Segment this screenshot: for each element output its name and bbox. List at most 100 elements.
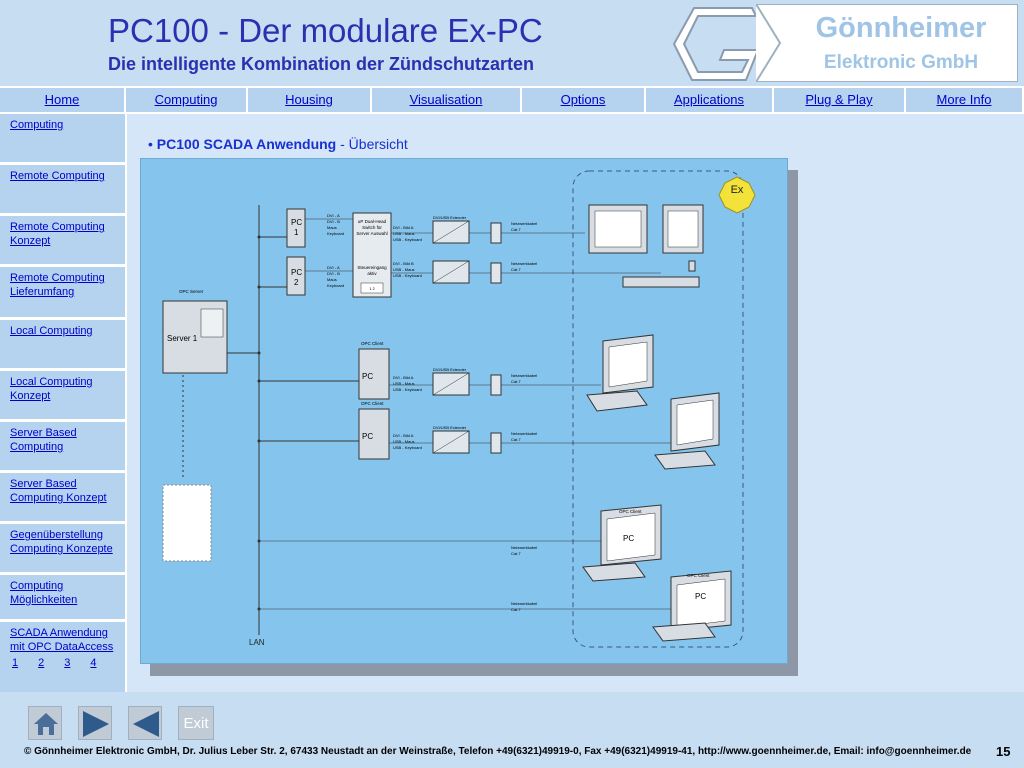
row1-receiver	[490, 222, 502, 244]
heading-bold: PC100 SCADA Anwendung	[156, 136, 337, 152]
monitor-b-screen	[667, 210, 699, 248]
exit-button[interactable]: Exit	[178, 706, 214, 740]
pc1-label-b: 1	[294, 228, 299, 237]
server1-bays	[200, 308, 224, 338]
c2-netz2: Cat.7	[511, 437, 521, 442]
nav-housing[interactable]: Housing	[248, 88, 370, 112]
opc-client1-label: OPC Client	[361, 341, 384, 346]
previous-button[interactable]	[128, 706, 162, 740]
page-link-4[interactable]: 4	[90, 657, 97, 669]
sidebar-item-computing-moeglichkeiten[interactable]: Computing Möglichkeiten	[0, 575, 125, 619]
pc2-node	[257, 285, 261, 289]
page-link-3[interactable]: 3	[64, 657, 71, 669]
tc1-node	[257, 539, 261, 543]
c1-usb-keyboard: USB - Keyboard	[393, 387, 422, 392]
row1-usb-maus: USB - Maus	[393, 231, 415, 236]
sidebar-item-server-based-computing-konzept[interactable]: Server Based Computing Konzept	[0, 473, 125, 521]
tc1-opc-label: OPC Client	[619, 509, 642, 514]
opc-client1-pc: PC	[362, 372, 373, 381]
company-logo: Gönnheimer Elektronic GmbH	[756, 4, 1018, 82]
footer	[0, 692, 1024, 768]
nav-computing[interactable]: Computing	[126, 88, 246, 112]
logo-company-name: Gönnheimer	[815, 12, 987, 44]
next-button[interactable]	[78, 706, 112, 740]
thin-client1-screen	[606, 512, 656, 562]
logo-company-suffix: Elektronic GmbH	[823, 52, 979, 73]
steuer-line2: aktiv	[367, 271, 377, 276]
steuer-line1: Steuereingang	[357, 265, 387, 270]
page-subtitle: Die intelligente Kombination der Zündsch…	[108, 54, 535, 74]
rack-placeholder-icon	[162, 484, 212, 562]
opc-client1-icon	[358, 348, 390, 400]
nav-visualisation[interactable]: Visualisation	[372, 88, 520, 112]
tc1-netz1: Netzwerkkabel	[511, 545, 537, 550]
c2-netz1: Netzwerkkabel	[511, 431, 537, 436]
tc2-pc-label: PC	[695, 592, 706, 601]
c1-usb-maus: USB - Maus	[393, 381, 415, 386]
c2-extender-diag	[432, 430, 470, 454]
scada-diagram: Ex LAN PC 1 DVI - A DVI - B Maus Keyboar…	[140, 158, 788, 664]
nav-more-info[interactable]: More Info	[906, 88, 1022, 112]
c2-receiver	[490, 432, 502, 454]
logo-badge-icon	[756, 4, 1018, 82]
nav-options[interactable]: Options	[522, 88, 644, 112]
opc-client2-label: OPC Client	[361, 401, 384, 406]
mouse-icon	[688, 260, 696, 272]
page-link-2[interactable]: 2	[38, 657, 45, 669]
tc2-opc-label: OPC Client	[687, 573, 710, 578]
sidebar-item-remote-computing-konzept[interactable]: Remote Computing Konzept	[0, 216, 125, 264]
sidebar-item-scada-label[interactable]: SCADA Anwendung mit OPC DataAccess	[10, 627, 114, 653]
top-navigation: Home Computing Housing Visualisation Opt…	[0, 86, 1024, 112]
thin-client1-keyboard-icon	[582, 562, 646, 582]
pc2-keyboard: Keyboard	[327, 283, 344, 288]
c1-bild: DVI - Bild A	[393, 375, 414, 380]
row2-netz1: Netzwerkkabel	[511, 261, 537, 266]
nav-applications[interactable]: Applications	[646, 88, 772, 112]
c2-bild: DVI - Bild A	[393, 433, 414, 438]
sidebar-item-gegenueberstellung[interactable]: Gegenüberstellung Computing Konzepte	[0, 524, 125, 572]
diagram-svg: Ex LAN PC 1 DVI - A DVI - B Maus Keyboar…	[162, 170, 756, 648]
pc2-tower-icon	[286, 256, 306, 296]
pc2-label-a: PC	[291, 268, 302, 277]
pc1-label-a: PC	[291, 218, 302, 227]
logo-g-icon	[672, 7, 760, 81]
sidebar-item-local-computing[interactable]: Local Computing	[0, 320, 125, 368]
sidebar-item-server-based-computing[interactable]: Server Based Computing	[0, 422, 125, 470]
arrow-right-icon	[83, 711, 109, 737]
copyright-text: © Gönnheimer Elektronic GmbH, Dr. Julius…	[24, 746, 972, 757]
row2-usb-maus: USB - Maus	[393, 267, 415, 272]
sidebar-page-links: 1 2 3 4	[0, 657, 125, 669]
keyboard-icon	[622, 276, 700, 288]
opc-client1-node	[257, 379, 261, 383]
sidebar-item-remote-computing-lieferumfang[interactable]: Remote Computing Lieferumfang	[0, 267, 125, 317]
pc1-dvi-a: DVI - A	[327, 213, 340, 218]
switch-line1: uP Dual-Head	[358, 219, 387, 224]
pc2-maus: Maus	[327, 277, 337, 282]
sidebar-item-remote-computing[interactable]: Remote Computing	[0, 165, 125, 213]
heading-rest: - Übersicht	[336, 136, 408, 152]
row1-usb-keyboard: USB - Keyboard	[393, 237, 422, 242]
server1-label: Server 1	[167, 334, 198, 343]
c1-receiver	[490, 374, 502, 396]
switch-line2: Switch für	[362, 225, 382, 230]
page-link-1[interactable]: 1	[12, 657, 19, 669]
opc-client2-node	[257, 439, 261, 443]
nav-home[interactable]: Home	[0, 88, 124, 112]
row1-extender-diag	[432, 220, 470, 244]
row2-bild: DVI - Bild B	[393, 261, 414, 266]
pc2-dvi-a: DVI - A	[327, 265, 340, 270]
pc1-tower-icon	[286, 208, 306, 248]
thin-client2-keyboard-icon	[652, 622, 716, 642]
lan-label: LAN	[249, 638, 265, 647]
sidebar-item-computing[interactable]: Computing	[0, 114, 125, 162]
home-button[interactable]	[28, 706, 62, 740]
row2-usb-keyboard: USB - Keyboard	[393, 273, 422, 278]
sidebar-item-local-computing-konzept[interactable]: Local Computing Konzept	[0, 371, 125, 419]
nav-plug-and-play[interactable]: Plug & Play	[774, 88, 904, 112]
c2-usb-maus: USB - Maus	[393, 439, 415, 444]
row1-netz1: Netzwerkkabel	[511, 221, 537, 226]
sidebar-item-scada-anwendung: SCADA Anwendung mit OPC DataAccess	[0, 622, 125, 692]
server1-node	[257, 351, 261, 355]
pc1-dvi-b: DVI - B	[327, 219, 340, 224]
ex-warning-icon	[718, 176, 756, 214]
